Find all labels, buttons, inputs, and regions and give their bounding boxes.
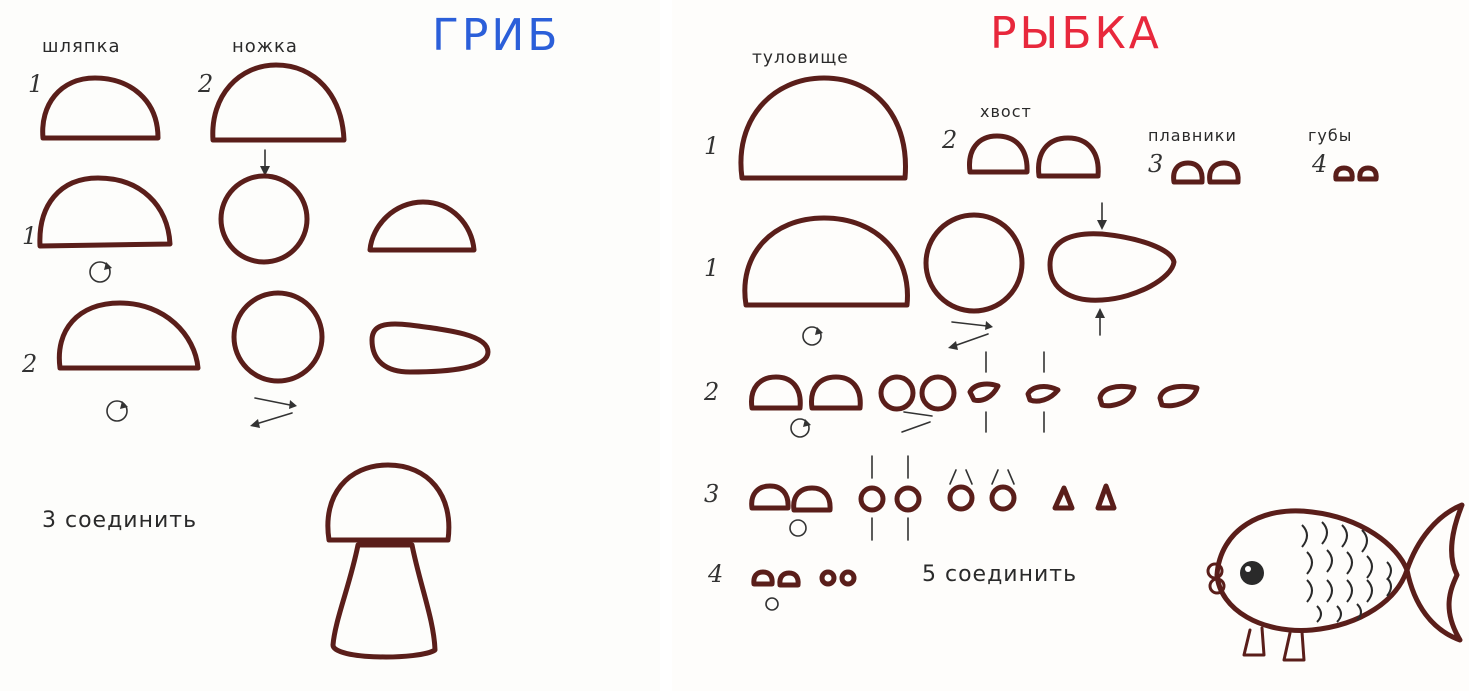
tail-ball-shape-2 [922,377,954,409]
cap-dough-piece [43,78,158,138]
stem-ball-shape [221,176,307,262]
tail-half-shape-1 [752,377,801,408]
roll-arrowhead-right-icon [289,400,297,409]
fin-triangle-shape-2 [1098,486,1114,508]
assembled-mushroom-cap [328,465,449,540]
tail-flat-shape-2 [1160,386,1197,405]
fish-tail [1407,505,1462,640]
pinch-arrow-icon-2 [966,470,972,484]
panel-divider [660,0,672,691]
roll-arrow-right-icon-2 [904,412,932,416]
fin-triangle-shape-1 [1055,488,1072,508]
press-arrowhead-up-icon [1095,308,1105,318]
body-ball-shape [926,215,1022,311]
lip-dough-piece-1 [1336,168,1352,179]
fin-ball-shape-3 [950,487,972,509]
roll-arrow-left-icon [954,334,988,346]
stem-dough-piece [213,65,344,140]
pinch-arrow-icon-1 [950,470,956,484]
tail-dough-piece-2 [1039,138,1099,176]
tail-drop-shape-1 [970,384,998,400]
fish-panel: РЫБКА туловище хвост плавники губы 1 2 3… [672,0,1469,691]
fin-ball-shape-1 [861,488,883,510]
tail-dough-piece-1 [970,136,1028,172]
fish-drawing [672,0,1469,691]
stem-rolled-shape [372,324,488,372]
rotate-icon-3 [790,520,806,536]
lip-half-shape-1 [754,572,772,584]
cap-ball-shape [40,178,170,246]
rotate-icon-4 [766,598,778,610]
assembled-fish [1208,505,1462,660]
tail-ball-shape-1 [881,377,913,409]
lip-half-shape-2 [780,573,798,585]
press-arrowhead-down-icon [1097,220,1107,230]
tail-flat-shape-1 [1100,386,1134,405]
fin-half-shape-1 [752,486,788,508]
mushroom-drawing [0,0,660,691]
body-dough-piece [741,78,906,178]
cap-flattened-shape [59,303,198,368]
mushroom-panel: ГРИБ шляпка ножка 1 2 1 2 3 соединить [0,0,660,691]
roll-arrow-right-icon [952,322,987,326]
roll-arrowhead-right-icon [985,321,993,330]
lip-ball-shape-2 [842,572,854,584]
assembled-mushroom-stem [333,545,435,657]
fin-dough-piece-1 [1174,163,1203,182]
roll-arrowhead-left-icon [250,419,260,428]
lip-dough-piece-2 [1360,168,1376,179]
roll-arrow-right-icon [255,398,290,405]
stem-half-shape [370,202,474,250]
tail-drop-shape-2 [1028,387,1058,402]
fish-eye-highlight [1245,566,1251,572]
body-drop-shape [1050,234,1174,301]
fin-dough-piece-2 [1210,163,1239,182]
pinch-arrow-icon-3 [992,470,998,484]
lip-ball-shape-1 [822,572,834,584]
fin-ball-shape-4 [992,487,1014,509]
fish-eye [1240,561,1264,585]
tail-half-shape-2 [812,377,861,408]
fin-half-shape-2 [794,488,830,510]
fish-fin-1 [1244,628,1264,655]
body-half-shape [745,218,908,305]
stem-ball-shape-2 [234,293,322,381]
roll-arrowhead-left-icon [948,341,958,350]
fish-fin-2 [1284,632,1304,660]
roll-arrow-left-icon [256,413,292,424]
pinch-arrow-icon-4 [1008,470,1014,484]
fin-ball-shape-2 [897,488,919,510]
roll-arrow-left-icon-2 [902,422,930,432]
